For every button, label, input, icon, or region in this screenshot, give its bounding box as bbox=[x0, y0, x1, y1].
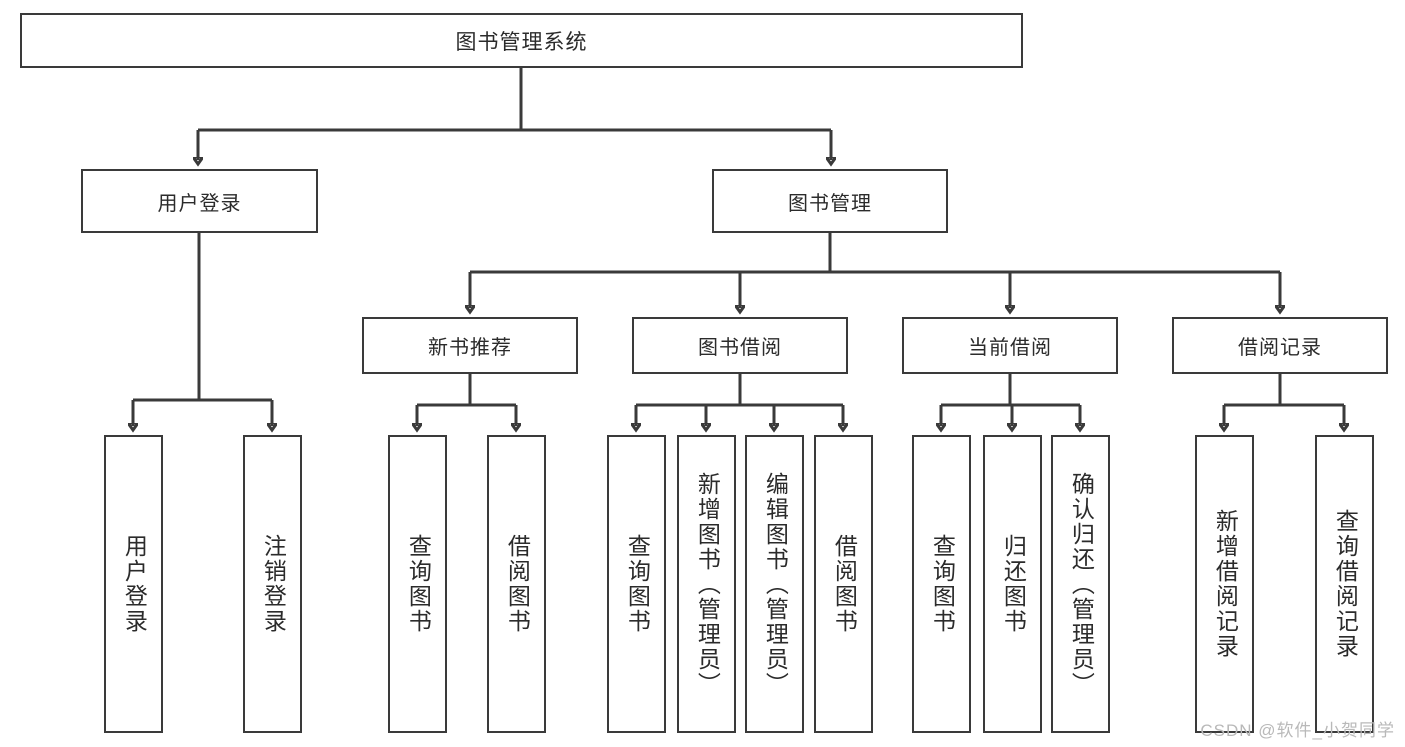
leaf-label: 新增借阅记录 bbox=[1212, 509, 1239, 659]
leaf-label: 借阅图书 bbox=[831, 534, 858, 634]
leaf-user-login[interactable]: 用户登录 bbox=[104, 435, 163, 733]
leaf-label: 查询图书 bbox=[929, 534, 956, 634]
leaf-query-book-recommend[interactable]: 查询图书 bbox=[388, 435, 447, 733]
leaf-label: 查询借阅记录 bbox=[1332, 509, 1359, 659]
leaf-confirm-return-admin[interactable]: 确认归还（管理员） bbox=[1051, 435, 1110, 733]
leaf-label: 借阅图书 bbox=[504, 534, 531, 634]
leaf-borrow-book[interactable]: 借阅图书 bbox=[814, 435, 873, 733]
leaf-label: 查询图书 bbox=[405, 534, 432, 634]
leaf-logout-login[interactable]: 注销登录 bbox=[243, 435, 302, 733]
leaf-edit-book-admin[interactable]: 编辑图书（管理员） bbox=[745, 435, 804, 733]
leaf-label: 用户登录 bbox=[121, 534, 148, 634]
node-root[interactable]: 图书管理系统 bbox=[20, 13, 1023, 68]
node-user-login[interactable]: 用户登录 bbox=[81, 169, 318, 233]
node-borrow-record[interactable]: 借阅记录 bbox=[1172, 317, 1388, 374]
node-new-book-recommend-label: 新书推荐 bbox=[428, 337, 512, 359]
leaf-label: 编辑图书（管理员） bbox=[762, 471, 789, 697]
node-user-login-label: 用户登录 bbox=[157, 192, 242, 215]
node-book-management[interactable]: 图书管理 bbox=[712, 169, 948, 233]
leaf-borrow-book-recommend[interactable]: 借阅图书 bbox=[487, 435, 546, 733]
node-book-management-label: 图书管理 bbox=[788, 192, 872, 215]
node-book-borrow-label: 图书借阅 bbox=[698, 337, 782, 359]
leaf-query-borrow-record[interactable]: 查询借阅记录 bbox=[1315, 435, 1374, 733]
node-borrow-record-label: 借阅记录 bbox=[1238, 337, 1322, 359]
node-new-book-recommend[interactable]: 新书推荐 bbox=[362, 317, 578, 374]
node-current-borrow-label: 当前借阅 bbox=[968, 337, 1052, 359]
node-book-borrow[interactable]: 图书借阅 bbox=[632, 317, 848, 374]
leaf-label: 注销登录 bbox=[260, 534, 287, 634]
leaf-query-book-current[interactable]: 查询图书 bbox=[912, 435, 971, 733]
leaf-return-book[interactable]: 归还图书 bbox=[983, 435, 1042, 733]
leaf-add-book-admin[interactable]: 新增图书（管理员） bbox=[677, 435, 736, 733]
leaf-add-borrow-record[interactable]: 新增借阅记录 bbox=[1195, 435, 1254, 733]
leaf-label: 确认归还（管理员） bbox=[1068, 471, 1095, 697]
node-root-label: 图书管理系统 bbox=[455, 30, 588, 54]
node-current-borrow[interactable]: 当前借阅 bbox=[902, 317, 1118, 374]
leaf-query-book-borrow[interactable]: 查询图书 bbox=[607, 435, 666, 733]
leaf-label: 新增图书（管理员） bbox=[694, 471, 721, 697]
watermark: CSDN @软件_小贺同学 bbox=[1200, 721, 1395, 740]
leaf-label: 归还图书 bbox=[1000, 534, 1027, 634]
leaf-label: 查询图书 bbox=[624, 534, 651, 634]
